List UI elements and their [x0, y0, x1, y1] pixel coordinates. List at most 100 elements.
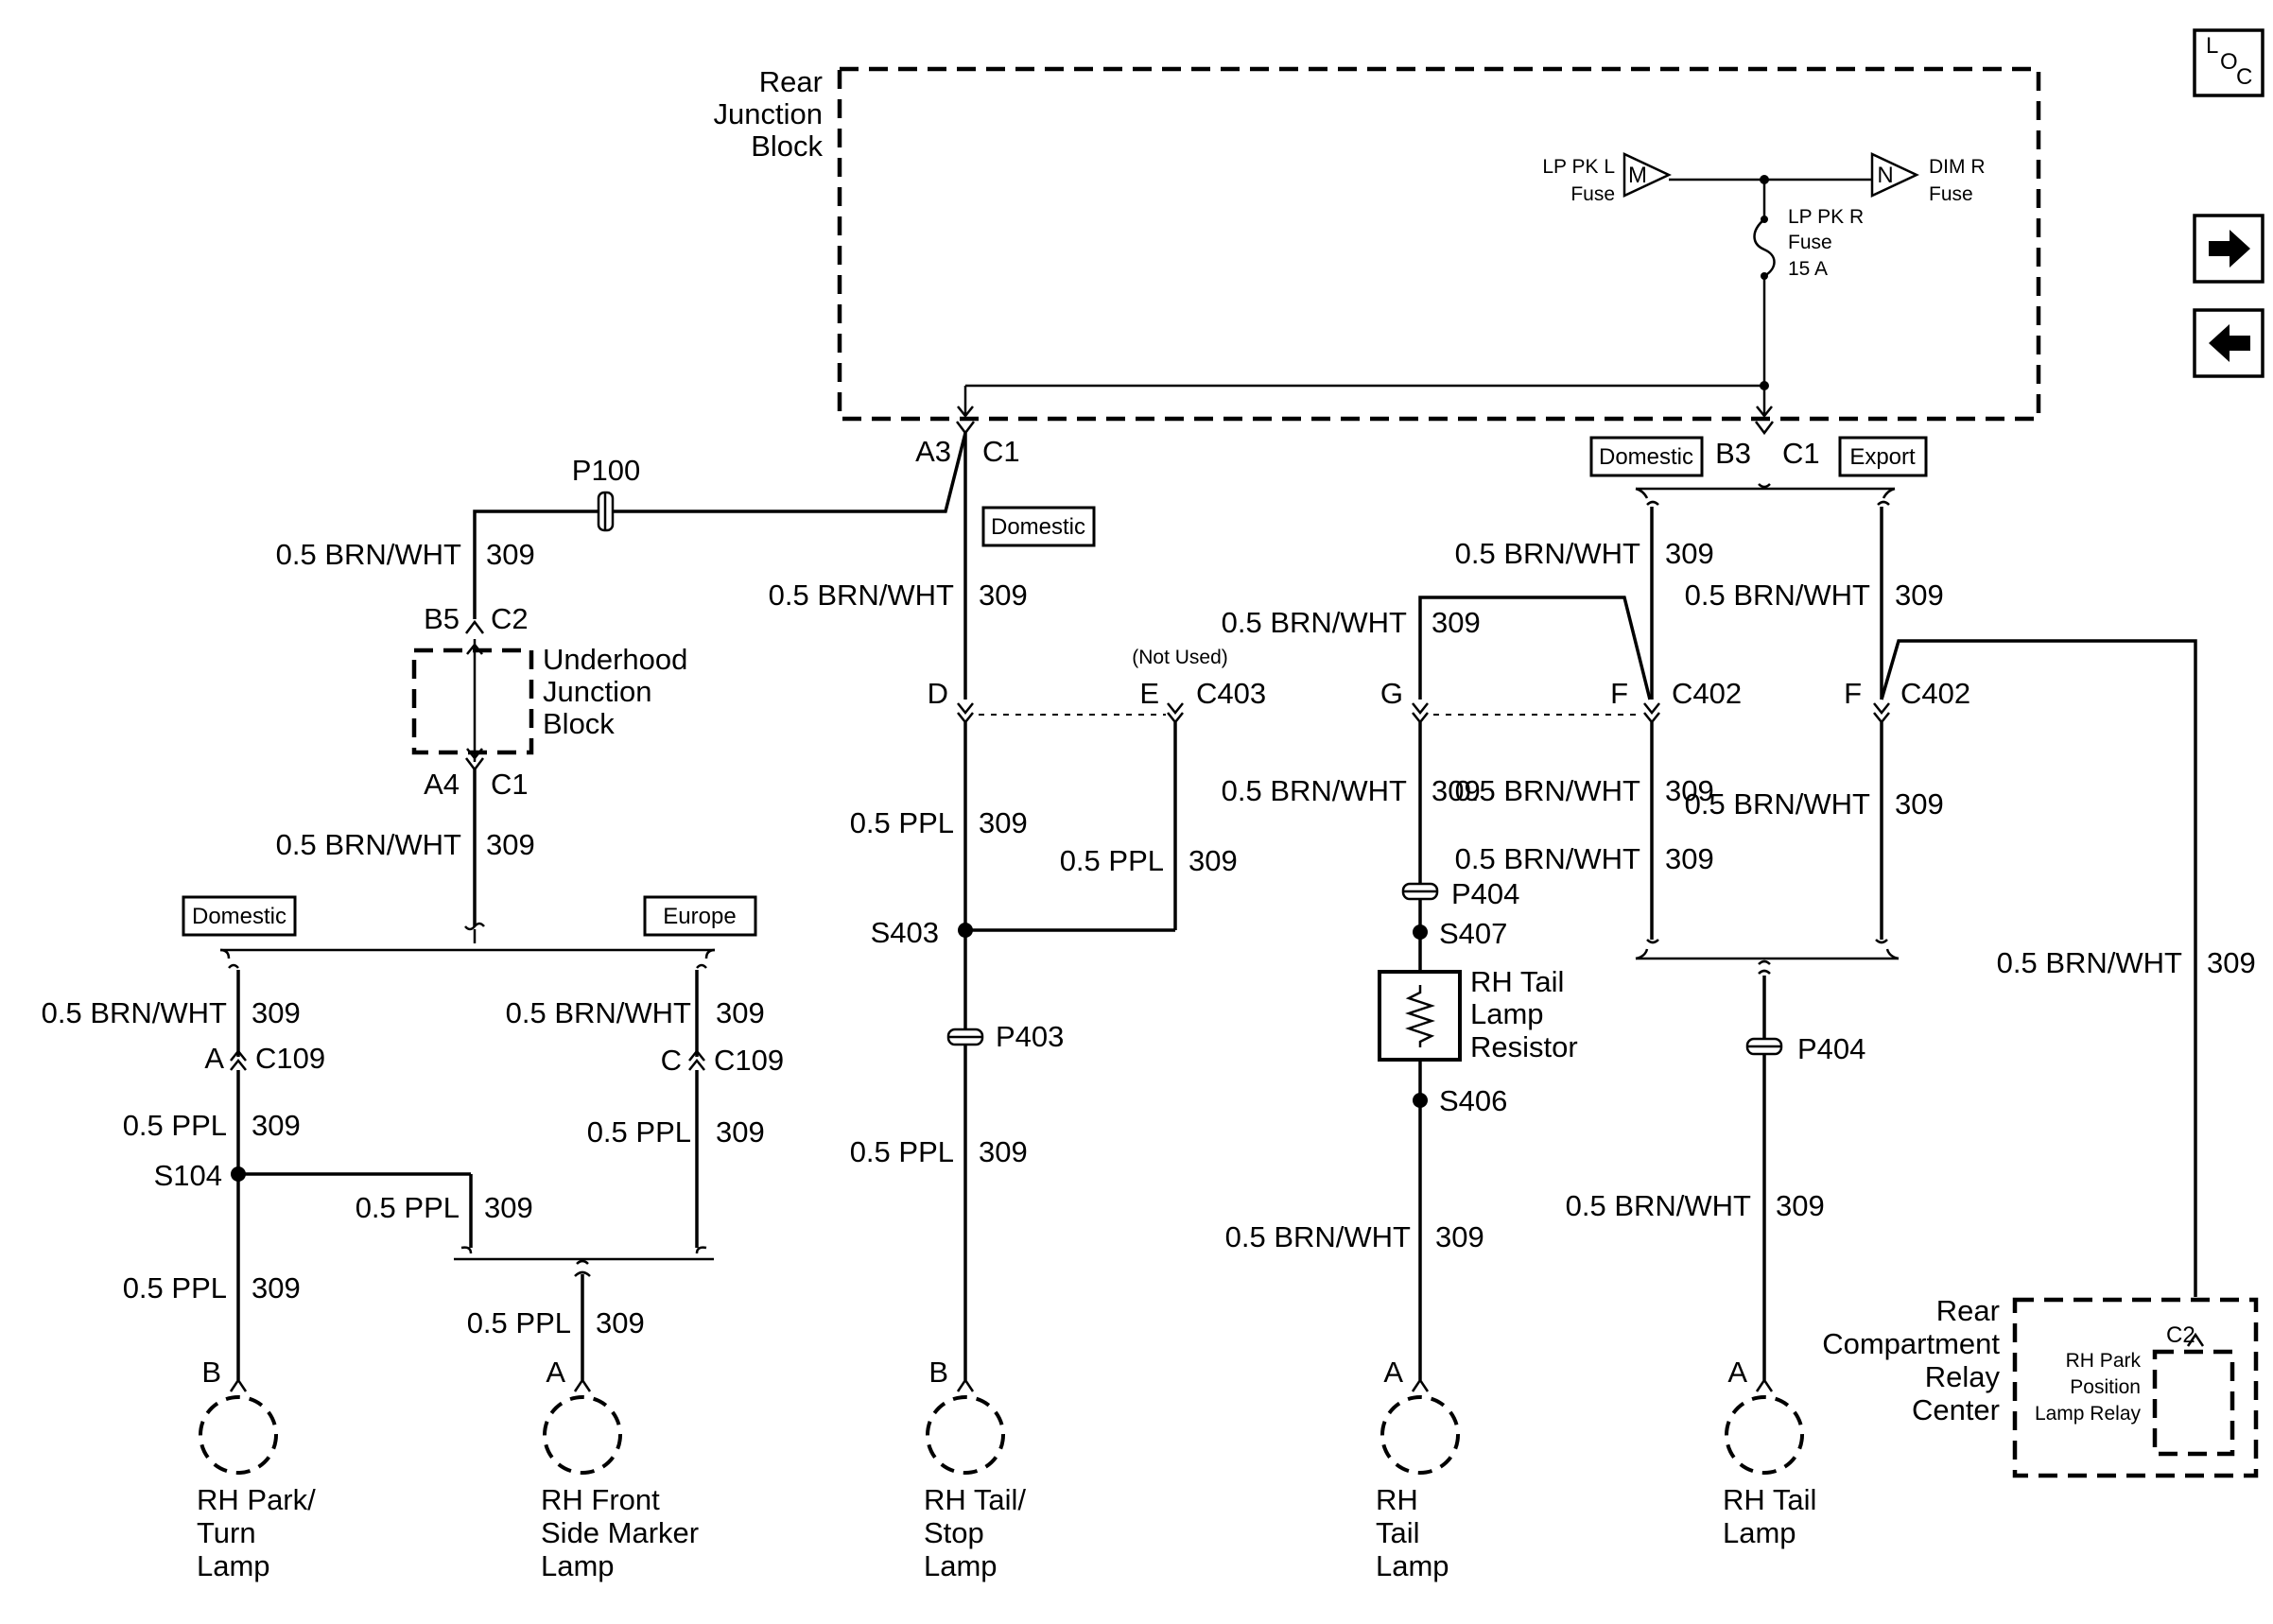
p404-b: P404	[1745, 1032, 1865, 1065]
rh-tail-lamp-resistor: RH Tail Lamp Resistor	[1378, 965, 1578, 1063]
wire-color: 0.5 BRN/WHT	[1685, 579, 1870, 612]
relay-label-2: Position	[2070, 1376, 2141, 1398]
circuit-number: 309	[716, 1115, 765, 1149]
ujb-label-1: Underhood	[543, 643, 687, 676]
lamp-label-1: RH	[1376, 1483, 1418, 1516]
lp-pk-r-label-2: Fuse	[1788, 232, 1832, 253]
p403: P403	[946, 1020, 1064, 1053]
circuit-number: 309	[484, 1191, 533, 1224]
conn-c2-b5: C2	[491, 602, 529, 635]
wire-color: 0.5 PPL	[123, 1271, 227, 1304]
circuit-number: 309	[979, 579, 1028, 612]
circuit-number: 309	[2207, 946, 2256, 979]
circuit-number: 309	[1431, 606, 1481, 639]
locator-l: L	[2206, 33, 2218, 59]
option-domestic-mid: Domestic	[991, 514, 1085, 540]
rear-junction-block-label-2: Junction	[714, 97, 823, 130]
lp-pk-l-label-2: Fuse	[1570, 183, 1615, 205]
wire-color: 0.5 BRN/WHT	[1455, 842, 1640, 875]
lp-pk-r-label-3: 15 A	[1788, 258, 1828, 280]
circuit-number: 309	[252, 996, 301, 1029]
circuit-number: 309	[252, 1109, 301, 1142]
lamp-label-2: Side Marker	[541, 1516, 699, 1549]
conn-c403: C403	[1196, 677, 1266, 710]
wire-color: 0.5 PPL	[587, 1115, 691, 1149]
conn-c1-a3: C1	[982, 435, 1020, 468]
p100-route: P100 0.5 BRN/WHT 309	[276, 432, 967, 619]
conn-c402-2: C402	[1900, 677, 1970, 710]
connector-b3-c1: B3 C1 Domestic Export	[1589, 421, 1928, 477]
domestic-b3-branch: 0.5 BRN/WHT 309 0.5 BRN/WHT 309 G F C402…	[1222, 483, 1896, 1380]
p404-a: P404	[1401, 877, 1519, 910]
next-page-button[interactable]	[2193, 214, 2264, 284]
lamp-pin: B	[928, 1356, 948, 1389]
lamp-label-1: RH Front	[541, 1483, 660, 1516]
circuit-number: 309	[1895, 787, 1944, 821]
pin-b5: B5	[424, 602, 460, 635]
lamp-rh-tail-lamp: A RH Tail Lamp	[1723, 1356, 1816, 1549]
wire-color: 0.5 PPL	[356, 1191, 460, 1224]
option-export-b3: Export	[1849, 444, 1916, 470]
dim-r-label-2: Fuse	[1929, 183, 1973, 205]
lp-pk-r-label-1: LP PK R	[1788, 206, 1864, 228]
arrow-left-icon	[2209, 324, 2250, 362]
wire-color: 0.5 BRN/WHT	[276, 828, 461, 861]
wire-color: 0.5 BRN/WHT	[42, 996, 227, 1029]
pin-b3: B3	[1715, 437, 1751, 470]
pin-c109-c: C	[661, 1044, 682, 1077]
conn-c1-a4: C1	[491, 768, 529, 801]
conn-c402-1: C402	[1672, 677, 1742, 710]
previous-page-button[interactable]	[2193, 308, 2264, 378]
option-domestic-b3: Domestic	[1599, 444, 1693, 470]
underhood-junction-block: B5 C2 Underhood Junction Block A4 C1	[411, 602, 687, 801]
wire-color: 0.5 BRN/WHT	[1997, 946, 2182, 979]
ujb-output-wire: 0.5 BRN/WHT 309 Domestic Europe	[182, 769, 757, 959]
p403-label: P403	[996, 1020, 1064, 1053]
pin-g: G	[1380, 677, 1403, 710]
front-marker-join: 0.5 PPL 309	[454, 1246, 714, 1380]
resistor-label-2: Lamp	[1470, 997, 1544, 1030]
circuit-number: 309	[486, 538, 535, 571]
rcrc-label-4: Center	[1912, 1393, 2000, 1426]
rear-compartment-relay-center: C2 RH Park Position Lamp Relay Rear Comp…	[1822, 1294, 2259, 1478]
circuit-number: 309	[1895, 579, 1944, 612]
rcrc-label-1: Rear	[1936, 1294, 2000, 1327]
arrow-right-icon	[2209, 230, 2250, 268]
lamp-label-3: Lamp	[924, 1549, 998, 1582]
lamp-pin: B	[201, 1356, 221, 1389]
lamp-label-1: RH Tail	[1723, 1483, 1816, 1516]
circuit-number: 309	[1665, 774, 1714, 807]
splice-s104: S104	[154, 1159, 222, 1192]
lamp-label-2: Stop	[924, 1516, 984, 1549]
locator-c: C	[2236, 64, 2252, 90]
wire-color: 0.5 PPL	[850, 806, 954, 839]
lamp-rh-tail: A RH Tail Lamp	[1376, 1356, 1460, 1582]
tail-stop-column: Domestic 0.5 BRN/WHT 309 D (Not Used) E …	[769, 433, 1266, 1380]
relay-label-1: RH Park	[2066, 1350, 2142, 1372]
lamp-pin: A	[1383, 1356, 1403, 1389]
wire-color: 0.5 PPL	[1060, 844, 1164, 877]
wire-color: 0.5 BRN/WHT	[1455, 774, 1640, 807]
lamp-label-3: Lamp	[541, 1549, 615, 1582]
circuit-number: 309	[486, 828, 535, 861]
conn-c2-relay: C2	[2166, 1322, 2195, 1348]
lamp-label-1: RH Tail/	[924, 1483, 1026, 1516]
wire-color: 0.5 PPL	[467, 1306, 571, 1339]
wire-color: 0.5 BRN/WHT	[1685, 787, 1870, 821]
dim-r-label-1: DIM R	[1929, 156, 1986, 178]
wire-color: 0.5 PPL	[850, 1135, 954, 1168]
ujb-label-3: Block	[543, 707, 615, 740]
rear-junction-block-label-3: Block	[751, 130, 823, 163]
wire-color: 0.5 BRN/WHT	[769, 579, 954, 612]
relay-label-3: Lamp Relay	[2035, 1403, 2142, 1425]
pin-f2: F	[1844, 677, 1862, 710]
lamp-label-2: Tail	[1376, 1516, 1420, 1549]
dim-r-terminal: N	[1877, 163, 1893, 188]
circuit-number: 309	[1665, 537, 1714, 570]
not-used-note: (Not Used)	[1132, 647, 1228, 668]
conn-c109-a: C109	[255, 1042, 325, 1075]
lamp-pin: A	[546, 1356, 565, 1389]
rear-junction-block: Rear Junction Block M LP PK L Fuse N DIM…	[714, 65, 2041, 422]
pin-e: E	[1139, 677, 1159, 710]
locator-button[interactable]: L O C	[2193, 28, 2264, 97]
